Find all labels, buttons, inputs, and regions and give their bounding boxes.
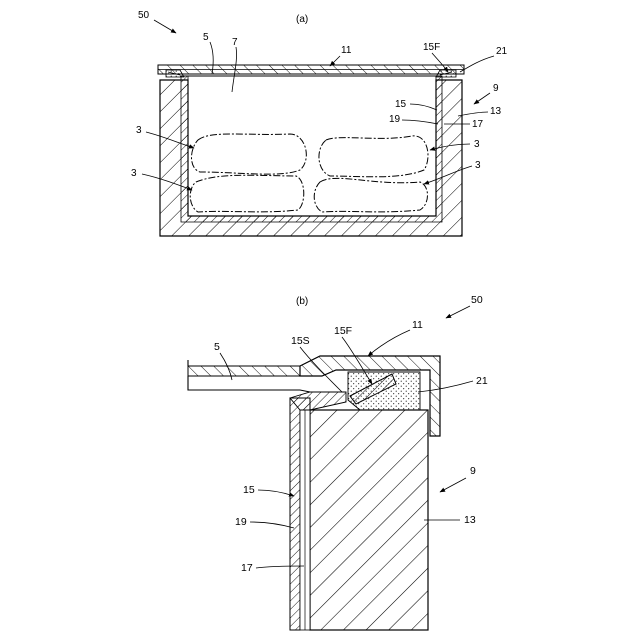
ref-15F-b: 15F (334, 325, 352, 337)
ref-3-right-bottom: 3 (475, 160, 481, 171)
ref-3-left-top: 3 (136, 125, 142, 136)
ref-21-a: 21 (496, 46, 508, 57)
container-13-wall (310, 410, 428, 630)
figure-a: (a) 50 5 7 11 15F 21 (131, 10, 508, 236)
ref-15S: 15S (291, 335, 310, 347)
liner-top-flange (290, 392, 346, 410)
ref-15-a: 15 (395, 99, 407, 110)
ref-13-b: 13 (464, 514, 476, 526)
ref-11-a: 11 (341, 45, 352, 56)
ref-7-a: 7 (232, 37, 238, 48)
item-3-left-top (192, 134, 307, 174)
figure-a-caption: (a) (296, 14, 308, 25)
ref-19-b: 19 (235, 516, 247, 528)
item-3-right-bottom (314, 178, 427, 212)
item-3-left-bottom (190, 175, 304, 212)
ref-21-b: 21 (476, 375, 488, 387)
ref-50-a: 50 (138, 10, 150, 21)
ref-17-b: 17 (241, 562, 253, 574)
ref-5-b: 5 (214, 341, 220, 353)
figure-b-caption: (b) (296, 296, 308, 307)
container-13-body (160, 80, 462, 236)
ref-3-right-top: 3 (474, 139, 480, 150)
ref-5-a: 5 (203, 32, 209, 43)
item-3-right-top (319, 136, 428, 177)
ref-3-left-bottom: 3 (131, 168, 137, 179)
ref-9-b: 9 (470, 465, 476, 477)
ref-15-b: 15 (243, 484, 255, 496)
sheet-5-b (188, 366, 300, 376)
ref-13-a: 13 (490, 106, 502, 117)
figure-b: (b) 50 5 15S 15F 11 21 9 (188, 294, 488, 630)
ref-11-b: 11 (412, 319, 423, 331)
ref-9-a: 9 (493, 83, 499, 94)
ref-19-a: 19 (389, 114, 401, 125)
ref-50-b: 50 (471, 294, 483, 306)
inner-liner-15 (181, 76, 442, 222)
ref-15F-a: 15F (423, 42, 440, 53)
ref-17-a: 17 (472, 119, 484, 130)
